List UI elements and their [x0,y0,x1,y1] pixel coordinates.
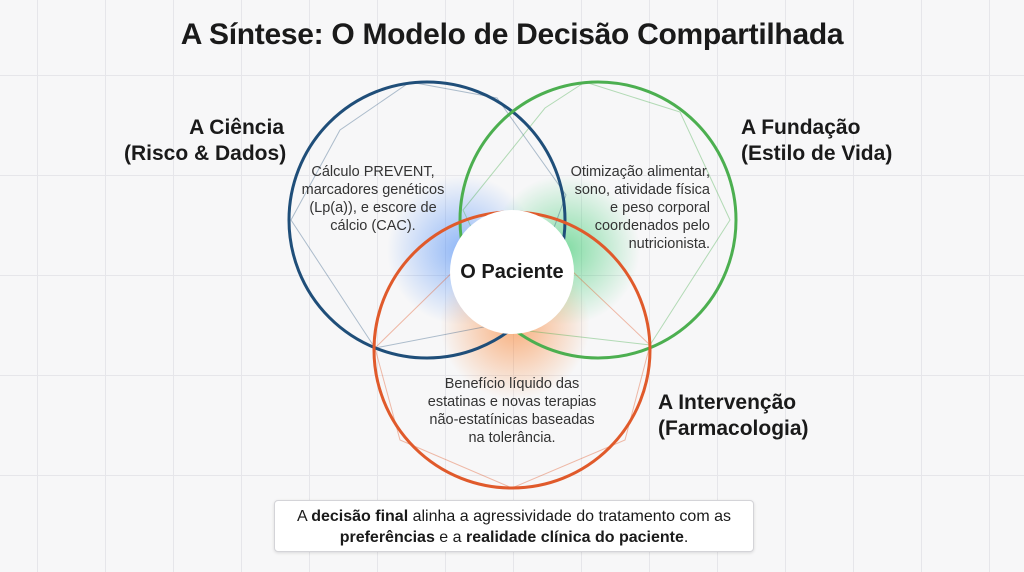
note-bold: decisão final [311,508,409,525]
note-bold: preferências [339,529,435,546]
science-title-line1: A Ciência [189,116,284,139]
desc-line: Benefício líquido das [444,376,580,392]
page-title: A Síntese: O Modelo de Decisão Compartil… [180,18,844,51]
foundation-description: Otimização alimentar, sono, atividade fí… [560,163,710,253]
center-label: O Paciente [460,260,564,283]
note-bold: realidade clínica do paciente [466,529,684,546]
note-text: A [296,508,312,525]
science-description: Cálculo PREVENT, marcadores genéticos (L… [298,163,448,235]
desc-line: na tolerância. [468,430,556,446]
intervention-title: A Intervenção [658,391,797,414]
science-subtitle: (Risco & Dados) [124,142,287,165]
desc-line: coordenados pelo [594,218,710,234]
desc-line: marcadores genéticos [301,182,445,198]
intervention-description: Benefício líquido das estatinas e novas … [422,375,602,447]
desc-line: sono, atividade física [574,182,710,198]
summary-note: A decisão final alinha a agressividade d… [274,500,754,552]
desc-line: e peso corporal [610,200,710,216]
science-title: A Ciência [188,115,284,141]
foundation-title: A Fundação [741,116,861,139]
science-circle [287,80,567,360]
foundation-hexagon [462,81,731,346]
intervention-subtitle: (Farmacologia) [658,417,809,440]
note-text: e a [434,529,466,546]
foundation-subtitle: (Estilo de Vida) [741,142,893,165]
desc-line: cálcio (CAC). [330,218,416,234]
note-text: . [683,529,689,546]
foundation-circle [458,80,738,360]
desc-line: Otimização alimentar, [570,164,710,180]
desc-line: não-estatínicas baseadas [429,412,595,428]
desc-line: (Lp(a)), e escore de [309,200,437,216]
patient-center: O Paciente [450,210,574,334]
desc-line: Cálculo PREVENT, [311,164,435,180]
note-text: alinha a agressividade do tratamento com… [408,508,731,525]
desc-line: nutricionista. [628,236,710,252]
desc-line: estatinas e novas terapias [427,394,597,410]
